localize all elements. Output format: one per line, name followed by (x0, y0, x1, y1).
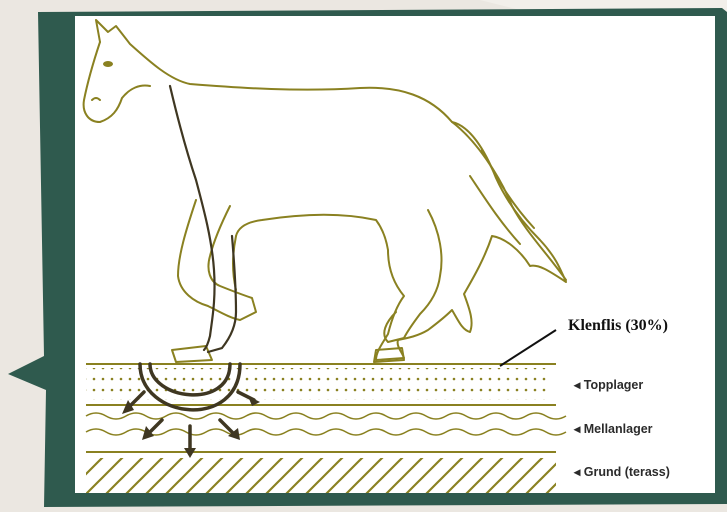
layer-label-top: ◂ Topplager (573, 378, 643, 392)
layer-label-base: ◂ Grund (terass) (573, 465, 670, 479)
horse-eye (103, 61, 113, 67)
callout-label: Klenflis (30%) (568, 317, 668, 334)
layer-label-middle: ◂ Mellanlager (573, 422, 653, 436)
base-layer-hatch (86, 458, 556, 493)
